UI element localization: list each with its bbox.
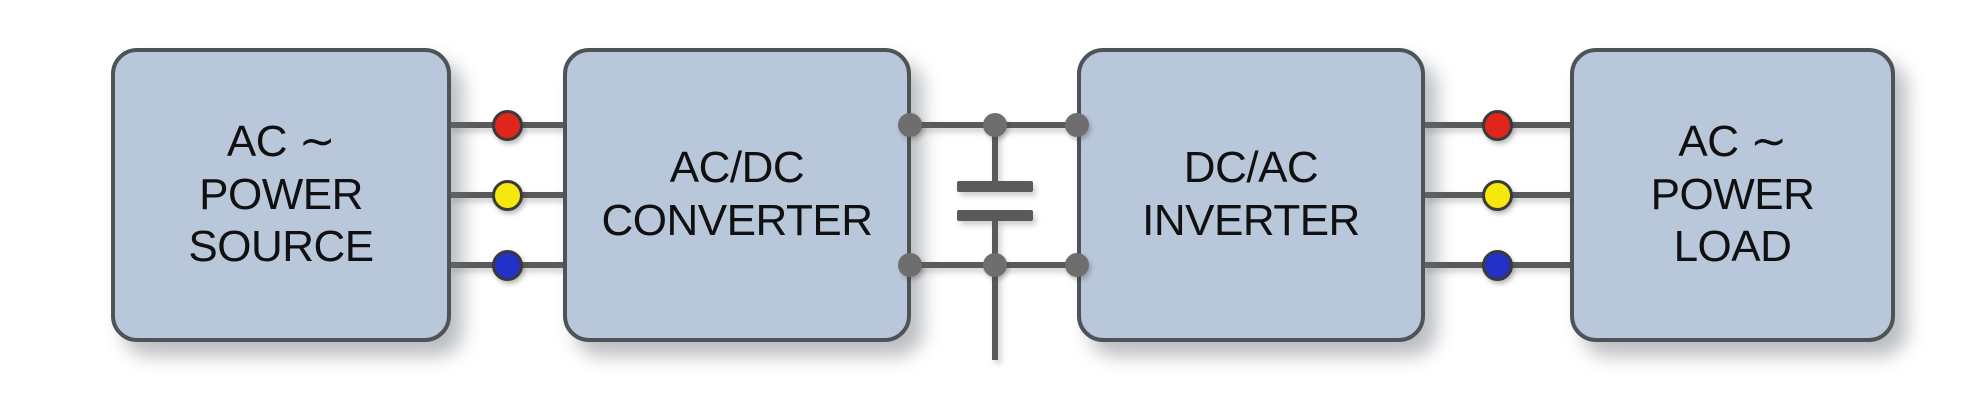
phase-dot-blue: [492, 250, 523, 281]
block-label-line: AC ∼: [1678, 116, 1787, 166]
phase-dot-red: [492, 110, 523, 141]
phase-dot-yellow: [492, 180, 523, 211]
block-ac-power-source: AC ∼ POWER SOURCE: [111, 48, 451, 342]
block-label-line: POWER: [1650, 169, 1815, 219]
phase-dot-blue: [1482, 250, 1513, 281]
phase-dot-yellow: [1482, 180, 1513, 211]
block-label-line: LOAD: [1673, 222, 1792, 272]
phase-dot-red: [1482, 110, 1513, 141]
block-ac-power-load: AC ∼ POWER LOAD: [1570, 48, 1895, 342]
junction-dot: [898, 253, 922, 277]
capacitor-plate-top: [957, 181, 1033, 192]
dc-link-vertical-wire-lower: [992, 220, 998, 360]
dc-link-vertical-wire-upper: [992, 122, 998, 182]
junction-dot: [898, 113, 922, 137]
block-label-line: CONVERTER: [601, 196, 873, 245]
block-label-line: DC/AC: [1183, 143, 1319, 193]
block-label-line: AC ∼: [226, 116, 336, 166]
junction-dot: [983, 113, 1007, 137]
junction-dot: [1065, 113, 1089, 137]
block-label-line: AC/DC: [669, 143, 805, 193]
junction-dot: [983, 253, 1007, 277]
junction-dot: [1065, 253, 1089, 277]
capacitor-plate-bottom: [957, 210, 1033, 221]
block-label-line: POWER: [199, 169, 363, 219]
block-dc-ac-inverter: DC/AC INVERTER: [1077, 48, 1425, 342]
block-label-line: INVERTER: [1142, 196, 1360, 245]
block-ac-dc-converter: AC/DC CONVERTER: [563, 48, 911, 342]
block-label-line: SOURCE: [188, 222, 374, 272]
